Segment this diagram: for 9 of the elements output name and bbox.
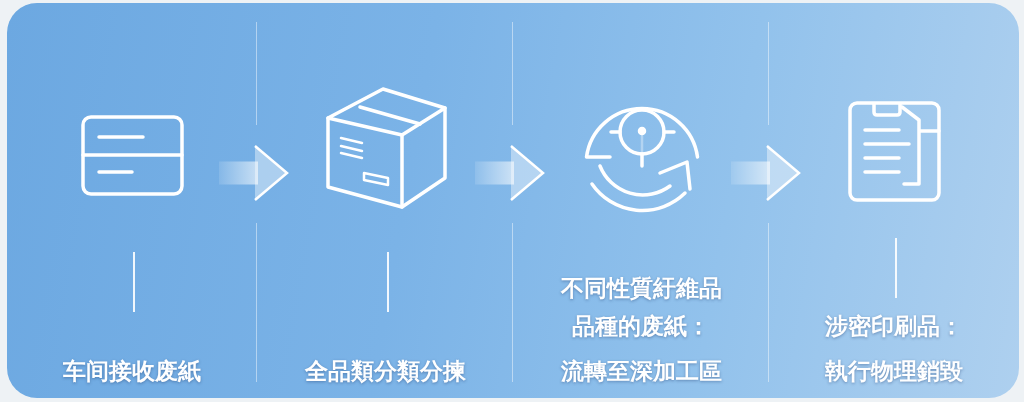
flow-arrow bbox=[475, 144, 545, 202]
caption-heading: 不同性質紆維品品種的废紙： bbox=[559, 274, 723, 341]
caption-text: 全品類分類分揀 bbox=[304, 357, 466, 386]
flow-arrow bbox=[219, 144, 289, 202]
caption-text: 執行物理銷毀 bbox=[825, 357, 963, 386]
caption-heading: 涉密印刷品： bbox=[825, 312, 963, 341]
caption-text: 流轉至深加工區 bbox=[560, 357, 722, 386]
caption-text: 车间接收废紙 bbox=[63, 357, 201, 386]
flow-arrow bbox=[731, 144, 801, 202]
